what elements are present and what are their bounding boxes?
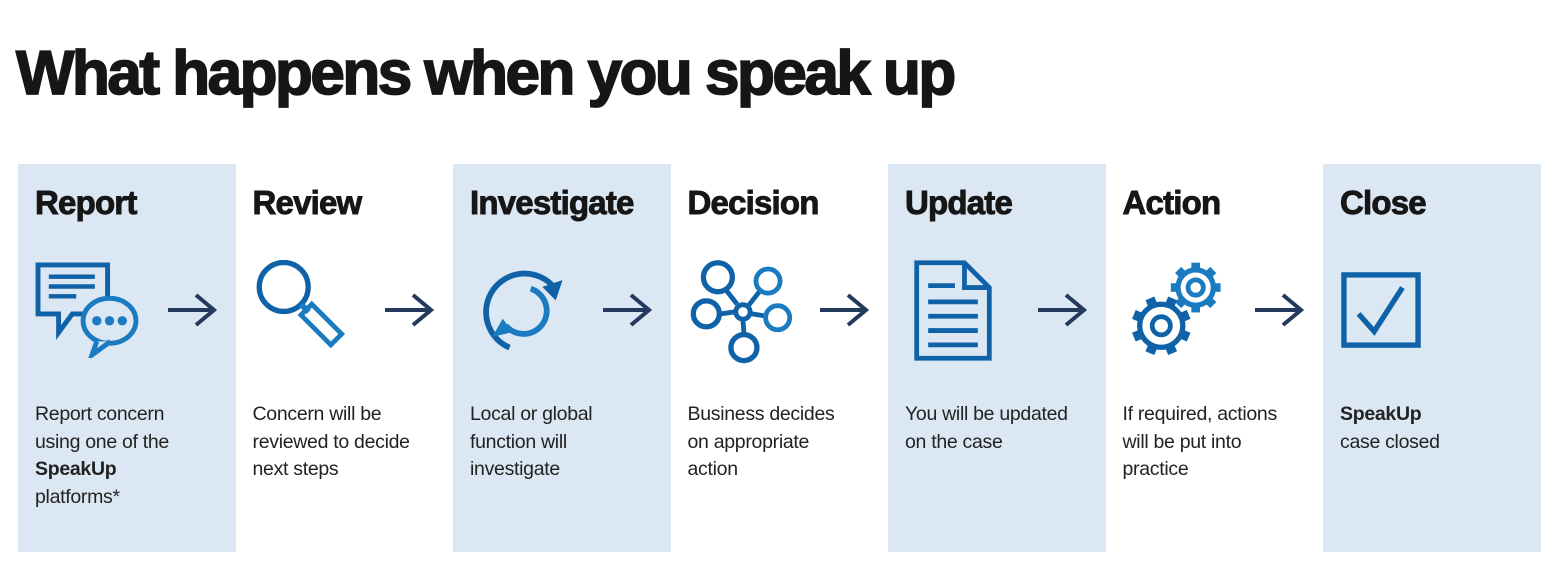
icon-row — [1340, 246, 1524, 374]
network-nodes-icon — [690, 260, 792, 364]
step-title: Review — [252, 184, 363, 222]
step-title: Close — [1340, 184, 1428, 222]
icon-row — [905, 246, 1089, 374]
icon-row — [35, 246, 219, 374]
step-title: Decision — [687, 184, 820, 222]
icon-row — [1123, 246, 1307, 374]
step-title: Report — [35, 184, 138, 222]
step-title: Investigate — [470, 184, 635, 222]
flow-arrow-icon — [385, 293, 435, 327]
document-icon — [914, 259, 992, 361]
cycle-arrows-icon — [483, 270, 563, 351]
step-title: Update — [905, 184, 1014, 222]
flow-arrow-icon — [820, 293, 870, 327]
gears-icon — [1131, 262, 1221, 356]
flow-arrow-icon — [167, 293, 217, 327]
flow-arrow-icon — [1037, 293, 1087, 327]
icon-row — [688, 246, 872, 374]
page-title: What happens when you speak up — [15, 38, 957, 109]
icon-row — [253, 246, 437, 374]
icon-row — [470, 246, 654, 374]
flow-arrow-icon — [1255, 293, 1305, 327]
step-card-action: Action — [1106, 164, 1324, 552]
step-title: Action — [1122, 184, 1222, 222]
flow-arrow-icon — [602, 293, 652, 327]
checkbox-check-icon — [1341, 272, 1421, 348]
speech-bubbles-icon — [35, 262, 139, 358]
magnifying-glass-icon — [256, 260, 345, 349]
